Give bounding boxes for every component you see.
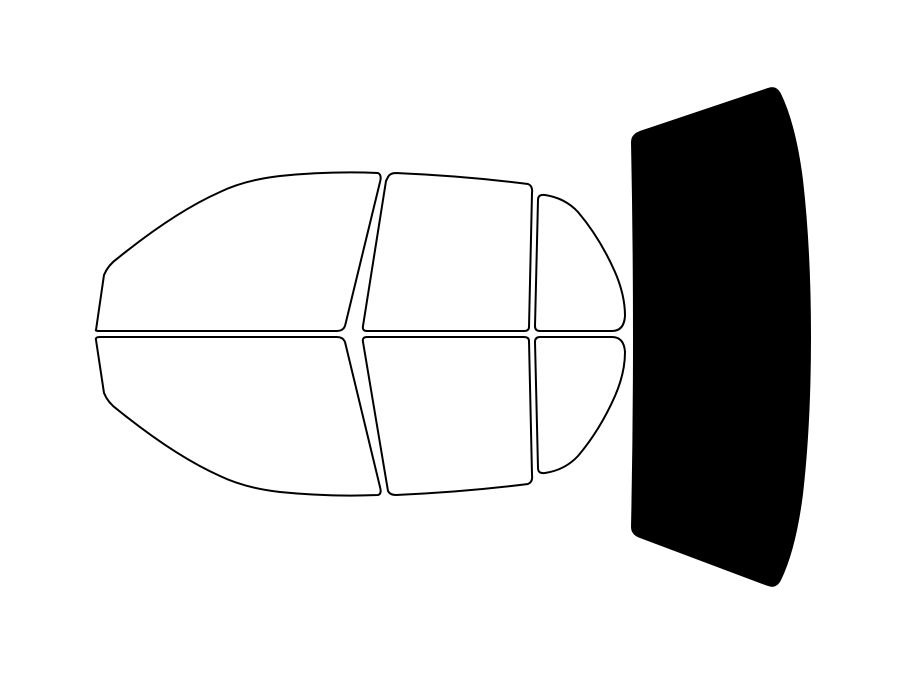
left-quarter-window[interactable]	[534, 193, 626, 332]
rear-windshield[interactable]	[631, 87, 811, 587]
front-left-door-window[interactable]	[94, 171, 382, 332]
rear-left-door-window[interactable]	[361, 172, 534, 332]
right-quarter-window[interactable]	[534, 336, 626, 475]
rear-right-door-window[interactable]	[361, 336, 534, 496]
front-right-door-window[interactable]	[94, 336, 382, 497]
